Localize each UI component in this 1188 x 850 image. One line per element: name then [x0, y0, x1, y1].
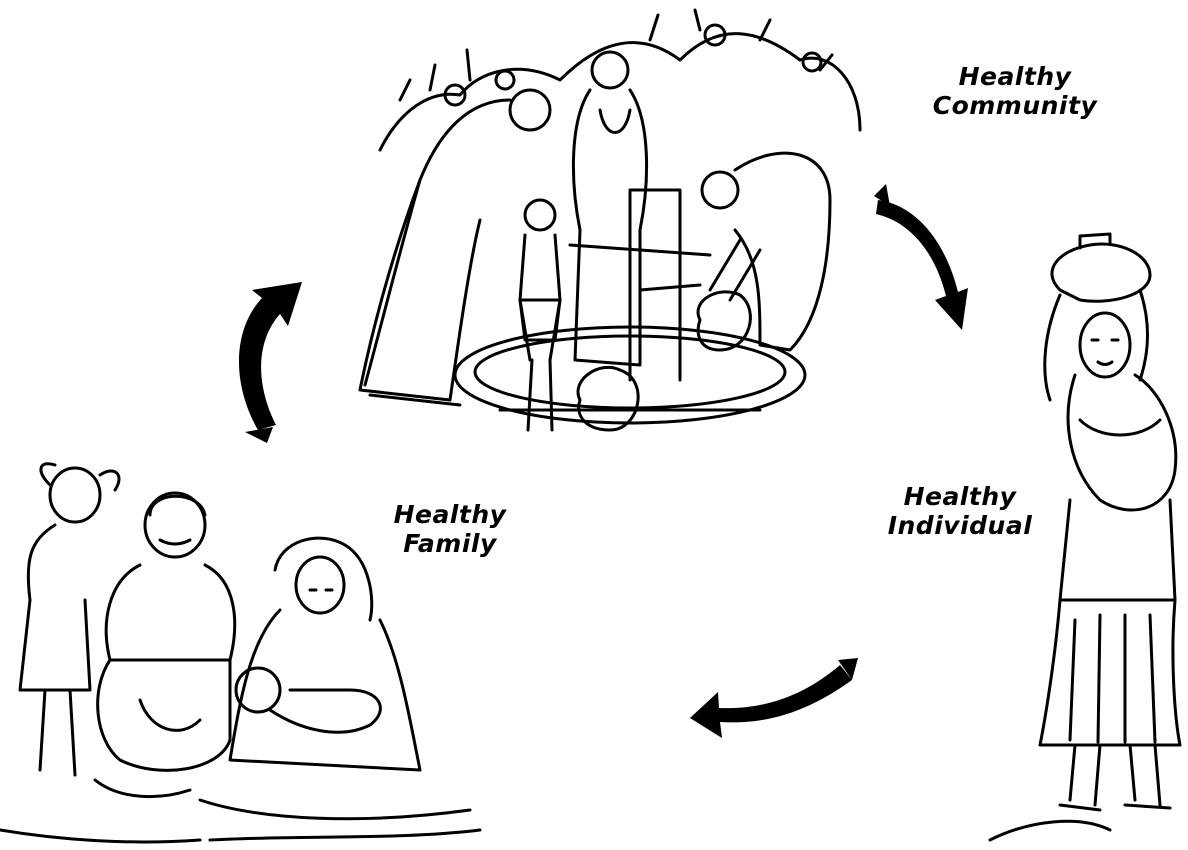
- label-community-line1: Healthy: [958, 62, 1072, 91]
- label-healthy-family: Healthy Family: [350, 500, 550, 558]
- arrow-family-to-community: [238, 282, 302, 443]
- label-healthy-individual: Healthy Individual: [860, 482, 1060, 540]
- label-healthy-community: Healthy Community: [915, 62, 1115, 120]
- label-individual-line2: Individual: [887, 511, 1033, 540]
- family-illustration: [0, 462, 482, 844]
- arrow-individual-to-family: [690, 658, 858, 738]
- label-family-line1: Healthy: [393, 500, 507, 529]
- label-community-line2: Community: [932, 91, 1098, 120]
- individual-illustration: [988, 232, 1182, 842]
- label-family-line2: Family: [403, 529, 497, 558]
- label-individual-line1: Healthy: [903, 482, 1017, 511]
- community-illustration: [358, 8, 862, 432]
- arrow-community-to-individual: [874, 184, 968, 330]
